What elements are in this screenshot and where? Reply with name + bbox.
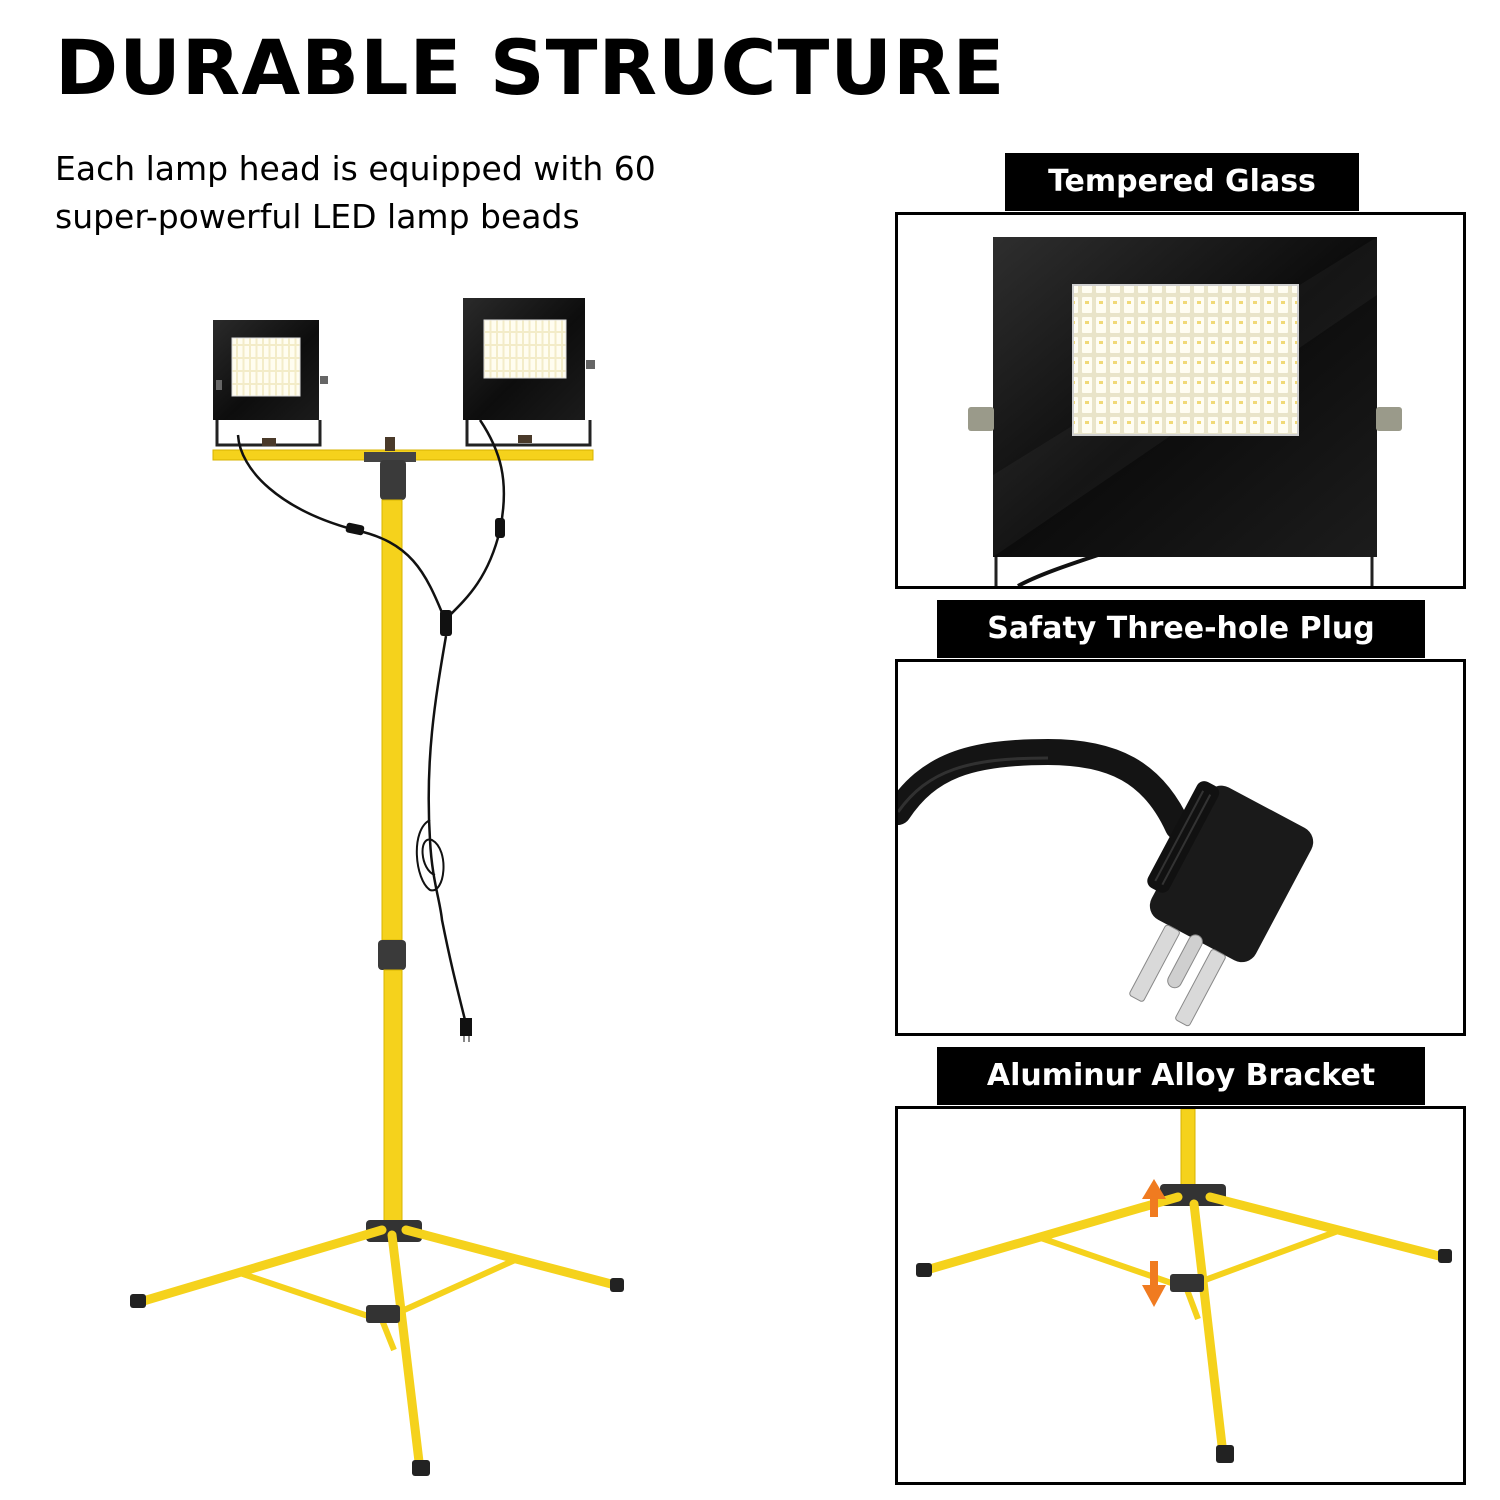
plug-panel: Safaty Three-hole Plug [895,600,1466,1036]
page-title: DURABLE STRUCTURE [55,23,1006,112]
plug-label: Safaty Three-hole Plug [937,600,1425,658]
adjust-arrows-icon [1142,1179,1166,1307]
tempered-glass-panel: Tempered Glass [895,153,1466,589]
left-lamp-head [213,320,328,447]
plug-image-box [895,659,1466,1036]
tripod-bracket-icon [916,1109,1452,1463]
work-light-tripod-illustration [130,298,624,1476]
three-prong-plug-icon [898,738,1314,1027]
tempered-glass-label: Tempered Glass [1005,153,1359,211]
flood-light-closeup-icon [968,237,1402,586]
bracket-image-box [895,1106,1466,1485]
bracket-panel: Aluminur Alloy Bracket [895,1047,1466,1485]
right-lamp-head [463,298,595,447]
bracket-label: Aluminur Alloy Bracket [937,1047,1425,1105]
feature-description: Each lamp head is equipped with 60 super… [55,149,656,236]
tempered-glass-image-box [895,212,1466,589]
